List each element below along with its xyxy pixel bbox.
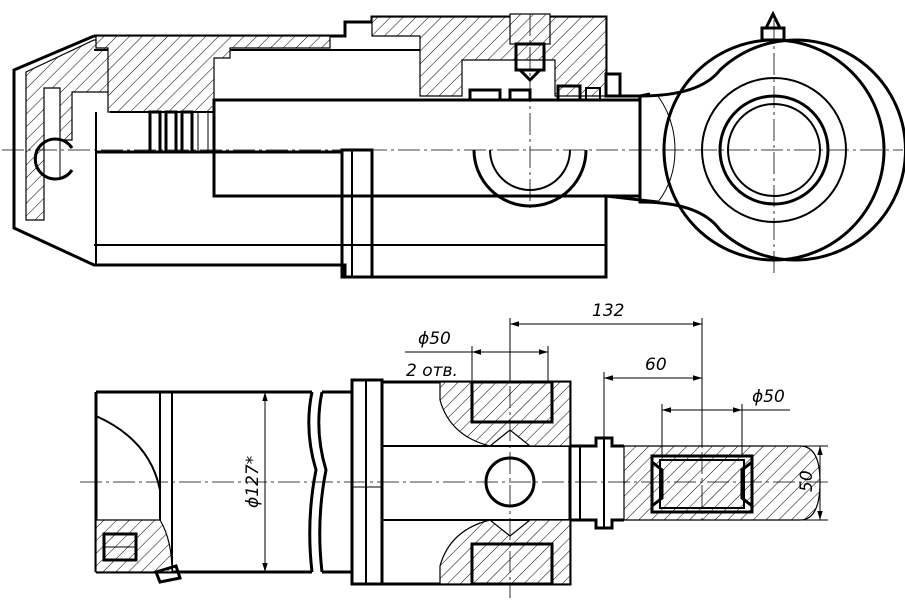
dim-60-label: 60 [645, 355, 667, 375]
dim-50-vertical-label: 50 [797, 470, 817, 492]
rear-cap [25, 39, 111, 221]
piston-seals [148, 110, 209, 154]
holes-label: 2 отв. [406, 361, 458, 381]
grease-nipple [604, 10, 786, 98]
dim-132-label: 132 [592, 301, 624, 321]
piston-flange [340, 148, 374, 279]
dim-phi50-top-label: ϕ50 [418, 329, 451, 349]
bottom-rod [570, 436, 624, 530]
bottom-view: ϕ127* 132 6 [80, 301, 830, 598]
top-sectional-view [2, 10, 905, 279]
bottom-left-section [95, 519, 173, 573]
gland-section [95, 35, 331, 113]
end-cap-curve [95, 415, 161, 491]
head-seals [468, 84, 601, 102]
dim-phi50-right-label: ϕ50 [752, 387, 785, 407]
head-section [371, 16, 607, 97]
